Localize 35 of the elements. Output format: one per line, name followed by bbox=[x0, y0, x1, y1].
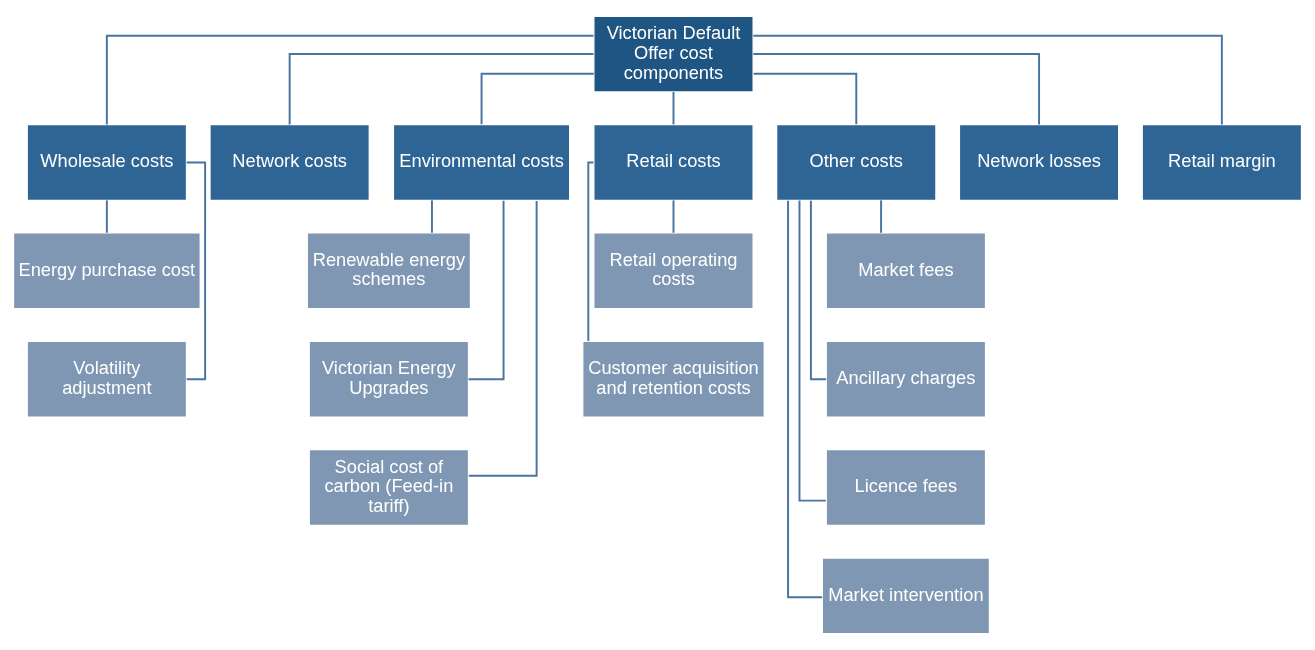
node-box: Licence fees bbox=[825, 449, 987, 527]
connector bbox=[467, 199, 505, 381]
node-box: Social cost of carbon (Feed-in tariff) bbox=[308, 449, 470, 527]
node-box: Environmental costs bbox=[392, 123, 571, 201]
node-box: Wholesale costs bbox=[26, 123, 188, 201]
connector bbox=[467, 199, 538, 477]
node-box: Network costs bbox=[209, 123, 370, 201]
node-box: Renewable energy schemes bbox=[306, 232, 472, 310]
node-box: Customer acquisition and retention costs bbox=[582, 340, 765, 418]
node-box: Retail operating costs bbox=[593, 232, 754, 310]
connector bbox=[880, 199, 883, 234]
node-box: Victorian Energy Upgrades bbox=[308, 340, 470, 418]
node-box: Victorian Default Offer cost components bbox=[593, 15, 754, 93]
connector bbox=[752, 34, 1223, 126]
connector bbox=[430, 199, 433, 234]
connector bbox=[752, 53, 1041, 126]
node-box: Energy purchase cost bbox=[12, 232, 201, 310]
node-box: Network losses bbox=[958, 123, 1120, 201]
node-box: Volatility adjustment bbox=[26, 340, 188, 418]
connector bbox=[105, 199, 108, 234]
connector bbox=[105, 34, 595, 126]
connector bbox=[288, 53, 595, 126]
connector bbox=[787, 199, 824, 599]
node-box: Other costs bbox=[776, 123, 937, 201]
node-box: Ancillary charges bbox=[825, 340, 987, 418]
connector bbox=[752, 72, 858, 126]
node-box: Retail margin bbox=[1141, 123, 1303, 201]
connector bbox=[672, 91, 675, 126]
connector bbox=[809, 199, 828, 381]
connector bbox=[480, 72, 595, 126]
node-box: Market intervention bbox=[821, 557, 991, 635]
node-box: Market fees bbox=[825, 232, 987, 310]
connector bbox=[798, 199, 827, 502]
connector bbox=[672, 199, 675, 234]
node-box: Retail costs bbox=[593, 123, 754, 201]
